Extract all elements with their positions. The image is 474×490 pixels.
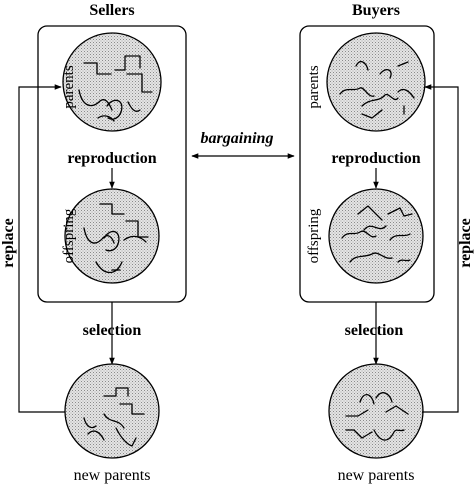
sellers-title: Sellers [89,2,134,19]
sellers-parents-pool [62,32,162,132]
buyers-new-parents-pool [328,363,424,459]
buyers-offspring-label: offspring [306,208,322,263]
buyers-parents-strategies [339,61,415,119]
sellers-replace-label: replace [0,218,17,267]
buyers-replace-label: replace [457,218,474,267]
sellers-parents-strategies [78,55,153,122]
buyers-new-parents-strategies [345,392,409,441]
sellers-group: Sellers parents reproduction offspri [0,2,187,484]
buyers-population-box [299,25,435,303]
buyers-parents-label: parents [306,65,322,108]
buyers-parents-pool [326,32,426,132]
buyers-new-parents-label: new parents [338,467,415,484]
sellers-reproduction-label: reproduction [67,150,156,167]
buyers-group: Buyers parents reproduction o [299,2,474,484]
sellers-new-parents-pool [64,363,160,459]
sellers-parents-label: parents [61,65,77,108]
bargaining-label: bargaining [201,130,274,147]
sellers-offspring-strategies [83,203,149,274]
buyers-selection-label: selection [345,322,404,339]
buyers-title: Buyers [352,2,400,19]
sellers-new-parents-strategies [83,387,145,447]
sellers-offspring-label: offspring [61,208,77,263]
sellers-offspring-pool [64,188,160,284]
sellers-new-parents-label: new parents [74,467,151,484]
buyers-reproduction-label: reproduction [331,150,420,167]
buyers-replace-arrow [422,84,459,413]
sellers-replace-arrow [18,84,65,413]
buyers-offspring-strategies [341,205,413,263]
